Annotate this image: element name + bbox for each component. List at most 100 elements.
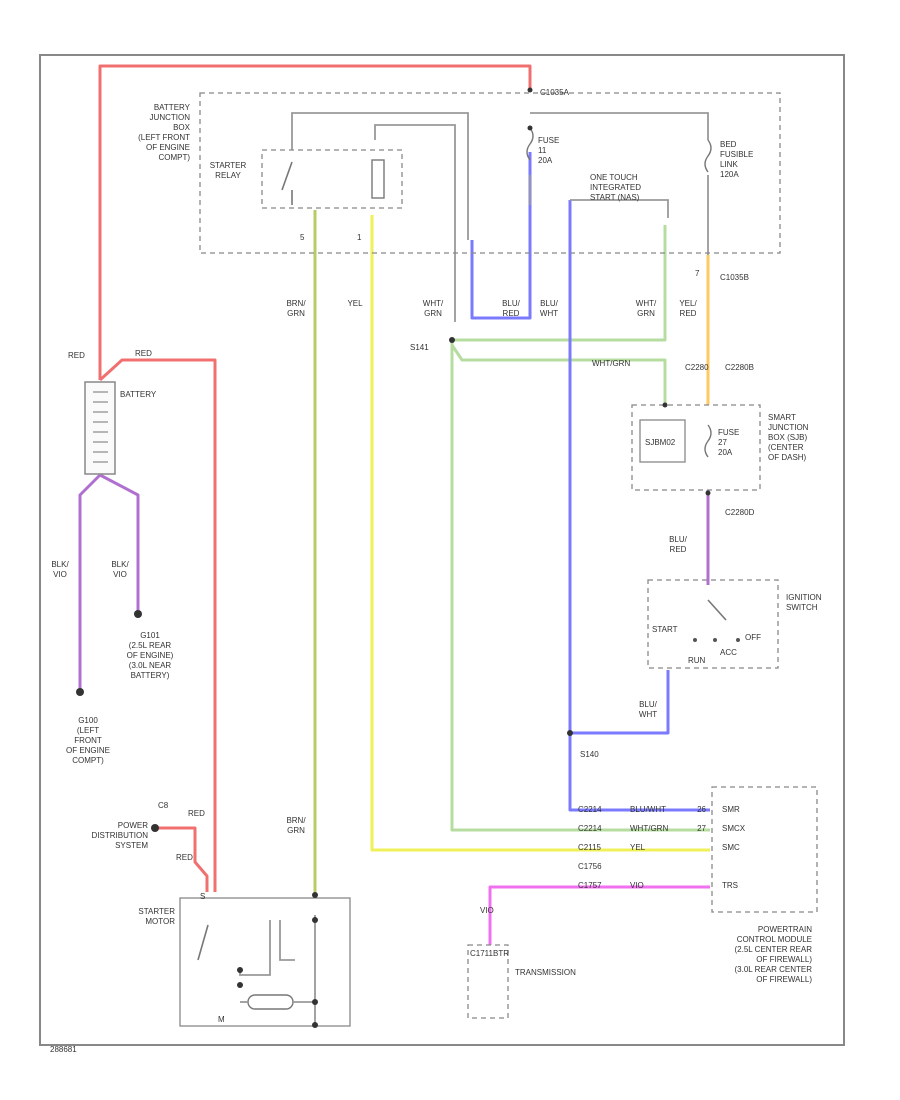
label-g100: (LEFT (77, 726, 99, 735)
label-blk-vio2: VIO (113, 570, 127, 579)
wire-red-battery-top (98, 64, 532, 380)
pcm-row-wire: VIO (630, 881, 644, 890)
label-s: S (200, 892, 205, 901)
label-g100: COMPT) (72, 756, 104, 765)
label-c1711: C1711BTR (470, 949, 509, 958)
label-pin-7: 7 (695, 269, 700, 278)
label-fuse11: 11 (538, 146, 547, 155)
label-c2280b: C2280B (725, 363, 754, 372)
label-run: RUN (688, 656, 706, 665)
label-pds: DISTRIBUTION (92, 831, 149, 840)
label-sjb-inner: SJBM02 (645, 438, 676, 447)
label-fuse-link: FUSIBLE (720, 150, 753, 159)
label-one-touch: ONE TOUCH (590, 173, 638, 182)
label-pcm: OF FIREWALL) (756, 975, 812, 984)
label-brn-grn2: GRN (287, 826, 305, 835)
label-blu-wht2: WHT (639, 710, 657, 719)
smart-junction-box (631, 404, 761, 491)
label-g101: OF ENGINE) (127, 651, 174, 660)
label-c1035a: C1035A (540, 88, 570, 97)
label-starter-motor: STARTER (138, 907, 175, 916)
label-red4: RED (176, 853, 193, 862)
label-g101: G101 (140, 631, 160, 640)
label-starter-relay: RELAY (215, 171, 241, 180)
label-m: M (218, 1015, 225, 1024)
internal-wires (239, 112, 709, 1025)
pcm-row-function: SMC (722, 843, 740, 852)
label-ign-switch: SWITCH (786, 603, 818, 612)
label-one-touch: INTEGRATED (590, 183, 641, 192)
label-blk-vio2: BLK/ (111, 560, 129, 569)
label-transmission: TRANSMISSION (515, 968, 576, 977)
label-blu-wht: BLU/ (540, 299, 559, 308)
label-wht-grn2: WHT/ (636, 299, 657, 308)
label-blk-vio1: BLK/ (51, 560, 69, 569)
wire-blu-wht-ign (570, 670, 670, 735)
label-acc: ACC (720, 648, 737, 657)
label-blu-red: BLU/ (502, 299, 521, 308)
label-ign-switch: IGNITION (786, 593, 822, 602)
label-yel-red: RED (680, 309, 697, 318)
label-g101: BATTERY) (131, 671, 170, 680)
label-pds: SYSTEM (115, 841, 148, 850)
label-blu-red2: BLU/ (669, 535, 688, 544)
label-g101: (3.0L NEAR (129, 661, 172, 670)
wire-blu-wht (568, 200, 710, 812)
label-brn-grn: GRN (287, 309, 305, 318)
wire-wht-grn-pcm (450, 340, 710, 832)
label-blu-wht2: BLU/ (639, 700, 658, 709)
wire-yel (370, 215, 710, 852)
label-fuse-link: LINK (720, 160, 738, 169)
label-wht-grn: WHT/ (423, 299, 444, 308)
label-red1: RED (68, 351, 85, 360)
label-pcm: POWERTRAIN (758, 925, 812, 934)
label-brn-grn: BRN/ (286, 299, 306, 308)
label-pcm: (3.0L REAR CENTER (735, 965, 813, 974)
label-starter-relay: STARTER (210, 161, 247, 170)
label-s140: S140 (580, 750, 599, 759)
pcm-row-pin: 26 (697, 805, 706, 814)
label-sjb: (CENTER (768, 443, 804, 452)
label-footer: 288681 (50, 1045, 77, 1054)
label-pcm: OF FIREWALL) (756, 955, 812, 964)
label-bjb: BOX (173, 123, 191, 132)
pcm-row-connector: C1757 (578, 881, 602, 890)
label-fuse27: 27 (718, 438, 727, 447)
label-red2: RED (135, 349, 152, 358)
label-yel-red: YEL/ (679, 299, 697, 308)
label-battery: BATTERY (120, 390, 157, 399)
label-starter-motor: MOTOR (145, 917, 175, 926)
label-pin-5: 5 (300, 233, 305, 242)
label-c2280: C2280 (685, 363, 709, 372)
wire-red-battery-starter (98, 358, 217, 892)
pcm-box (711, 786, 818, 913)
starter-relay-box (261, 149, 403, 209)
wires (78, 64, 710, 945)
label-c8: C8 (158, 801, 169, 810)
label-pin-1: 1 (357, 233, 362, 242)
pcm-row-wire: BLU/WHT (630, 805, 666, 814)
label-sjb: SMART (768, 413, 796, 422)
wire-wht-grn-upper (452, 225, 667, 342)
pcm-row-connector: C2214 (578, 805, 602, 814)
wire-blk-vio-g100 (78, 473, 102, 690)
label-fuse27: FUSE (718, 428, 739, 437)
label-fuse-link: BED (720, 140, 737, 149)
label-c1035b: C1035B (720, 273, 749, 282)
label-bjb: COMPT) (158, 153, 190, 162)
pcm-row-wire: WHT/GRN (630, 824, 668, 833)
label-blu-red2: RED (670, 545, 687, 554)
label-blu-wht: WHT (540, 309, 558, 318)
label-bjb: (LEFT FRONT (138, 133, 190, 142)
label-pds: POWER (118, 821, 148, 830)
label-wht-grn2: GRN (637, 309, 655, 318)
label-fuse11: 20A (538, 156, 553, 165)
diagram-frame (39, 54, 845, 1046)
pcm-row-function: TRS (722, 881, 738, 890)
pcm-row-connector: C1756 (578, 862, 602, 871)
label-sjb: BOX (SJB) (768, 433, 807, 442)
label-brn-grn2: BRN/ (286, 816, 306, 825)
label-pcm: (2.5L CENTER REAR (735, 945, 813, 954)
label-one-touch: START (NAS) (590, 193, 640, 202)
